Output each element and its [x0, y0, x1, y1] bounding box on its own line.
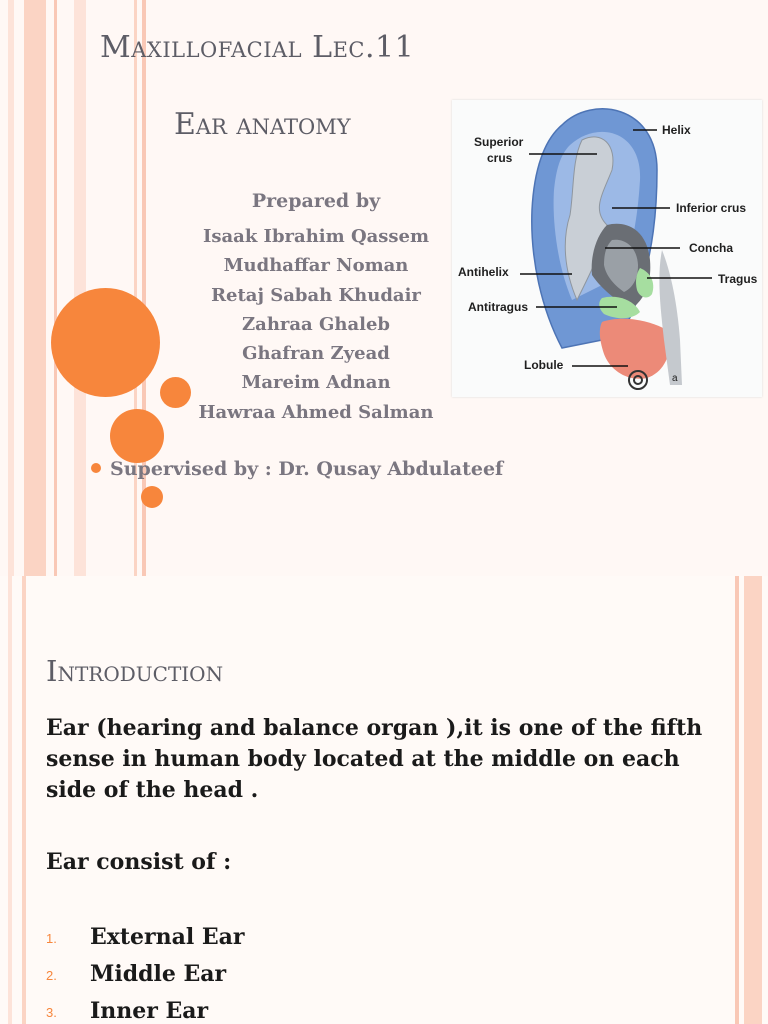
list-number: 1.	[46, 931, 57, 946]
label-tragus: Tragus	[718, 272, 758, 286]
ear-anatomy-figure: Helix Superior crus Inferior crus Concha…	[452, 100, 762, 397]
decor-stripe	[142, 0, 146, 576]
list-text: Inner Ear	[90, 998, 209, 1024]
decor-circle-tiny	[141, 486, 163, 508]
decor-stripe	[74, 0, 86, 576]
label-inferior-crus: Inferior crus	[676, 201, 747, 215]
decor-stripe	[54, 0, 57, 576]
intro-paragraph: Ear (hearing and balance organ ),it is o…	[46, 715, 703, 803]
supervisor-line: Supervised by : Dr. Qusay Abdulateef	[110, 458, 504, 480]
label-antitragus: Antitragus	[468, 300, 528, 314]
tragus-shape	[636, 268, 654, 298]
decor-stripe	[744, 576, 762, 1024]
ear-illustration	[520, 108, 712, 390]
label-lobule: Lobule	[524, 358, 564, 372]
author-name: Retaj Sabah Khudair	[211, 284, 421, 306]
author-list: Isaak Ibrahim Qassem Mudhaffar Noman Ret…	[190, 222, 442, 427]
label-antihelix: Antihelix	[458, 265, 509, 279]
label-concha: Concha	[689, 241, 734, 255]
lecture-subtitle: Ear anatomy	[174, 107, 351, 142]
introduction-slide: Introduction Ear (hearing and balance or…	[0, 576, 768, 1024]
face-side-shape	[659, 250, 682, 385]
author-name: Zahraa Ghaleb	[242, 313, 390, 335]
list-number: 3.	[46, 1005, 57, 1020]
lecture-title: Maxillofacial Lec.11	[100, 30, 415, 65]
figure-letter: a	[672, 373, 678, 384]
consist-heading: Ear consist of :	[46, 849, 232, 875]
list-number: 2.	[46, 968, 57, 983]
author-name: Ghafran Zyead	[242, 343, 390, 365]
author-name: Isaak Ibrahim Qassem	[202, 226, 430, 247]
concha-highlight	[604, 239, 638, 292]
prepared-by-heading: Prepared by	[251, 190, 381, 212]
decor-stripe	[8, 576, 12, 1024]
title-slide: Maxillofacial Lec.11 Ear anatomy Prepare…	[8, 0, 762, 576]
decor-stripe	[735, 576, 739, 1024]
author-name: Mareim Adnan	[241, 372, 391, 394]
decor-circle-small	[160, 377, 191, 408]
label-superior-crus: Superior	[474, 135, 524, 149]
author-name: Mudhaffar Noman	[223, 255, 409, 277]
label-helix: Helix	[662, 123, 691, 137]
bullet-dot	[91, 463, 101, 473]
decor-stripe	[24, 0, 46, 576]
section-title: Introduction	[46, 654, 224, 688]
decor-stripe	[22, 576, 26, 1024]
author-name: Hawraa Ahmed Salman	[198, 401, 434, 423]
lobule-shape	[599, 318, 671, 379]
label-superior-crus: crus	[487, 151, 513, 165]
decor-circle-large	[51, 288, 160, 397]
list-text: Middle Ear	[90, 961, 227, 987]
decor-circle-medium	[110, 409, 164, 463]
list-text: External Ear	[90, 924, 245, 950]
antitragus-shape	[599, 296, 640, 319]
decor-stripe	[134, 0, 137, 576]
decor-stripe	[8, 0, 14, 576]
